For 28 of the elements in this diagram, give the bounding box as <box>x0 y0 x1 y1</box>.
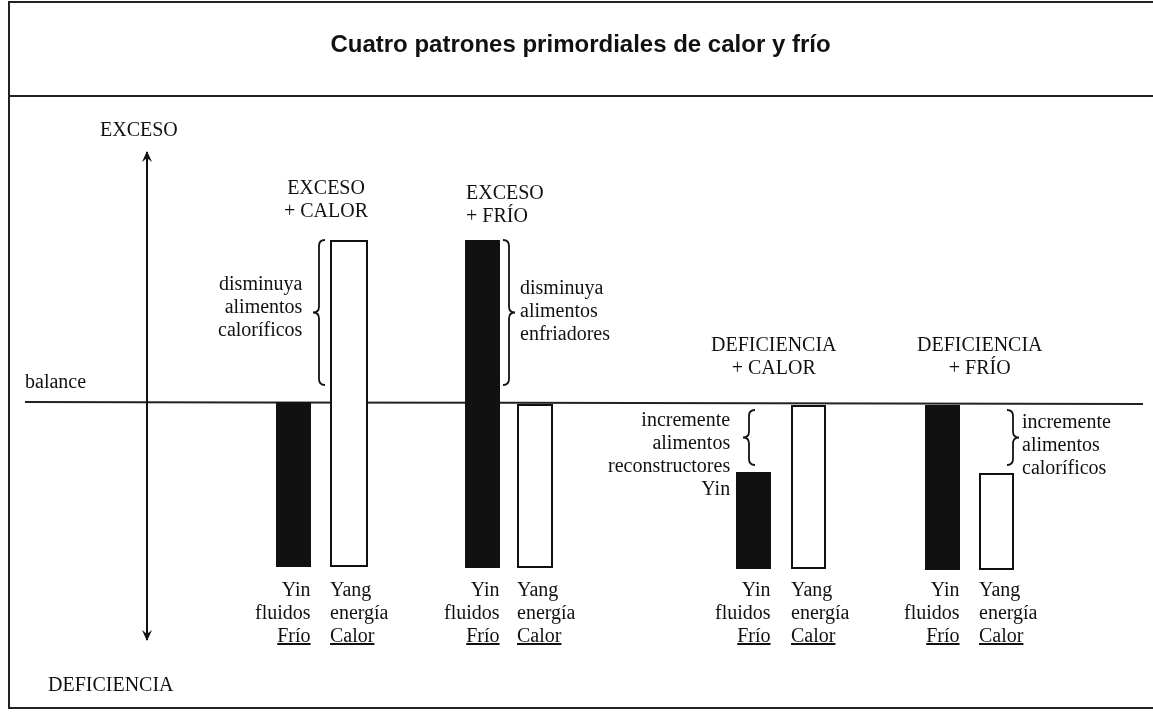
bar-caption: Yang energía Calor <box>979 578 1038 647</box>
advice-note: disminuya alimentos caloríficos <box>218 272 303 341</box>
yin-bar <box>925 405 960 570</box>
bar-caption: Yin fluidos Frío <box>255 578 311 647</box>
yang-bar <box>791 405 826 569</box>
pattern-heading: EXCESO + CALOR <box>284 176 369 222</box>
bar-caption: Yin fluidos Frío <box>904 578 960 647</box>
yang-bar <box>979 473 1014 570</box>
yin-bar <box>736 472 771 569</box>
advice-note: incremente alimentos caloríficos <box>1022 410 1111 479</box>
pattern-heading: DEFICIENCIA + FRÍO <box>917 333 1043 379</box>
axis-label: EXCESO <box>100 118 178 141</box>
bar-caption: Yin fluidos Frío <box>444 578 500 647</box>
pattern-heading: EXCESO + FRÍO <box>466 181 544 227</box>
bar-caption: Yang energía Calor <box>330 578 389 647</box>
advice-note: incremente alimentos reconstructores Yin <box>608 408 731 500</box>
bar-caption: Yang energía Calor <box>791 578 850 647</box>
yin-bar <box>276 402 311 567</box>
bar-caption: Yin fluidos Frío <box>715 578 771 647</box>
pattern-heading: DEFICIENCIA + CALOR <box>711 333 837 379</box>
axis-label: DEFICIENCIA <box>48 673 174 696</box>
balance-label: balance <box>25 370 87 393</box>
title: Cuatro patrones primordiales de calor y frío <box>329 30 832 58</box>
bar-caption: Yang energía Calor <box>517 578 576 647</box>
yang-bar <box>330 240 368 567</box>
advice-note: disminuya alimentos enfriadores <box>520 276 610 345</box>
yang-bar <box>517 404 553 568</box>
yin-bar <box>465 240 500 568</box>
